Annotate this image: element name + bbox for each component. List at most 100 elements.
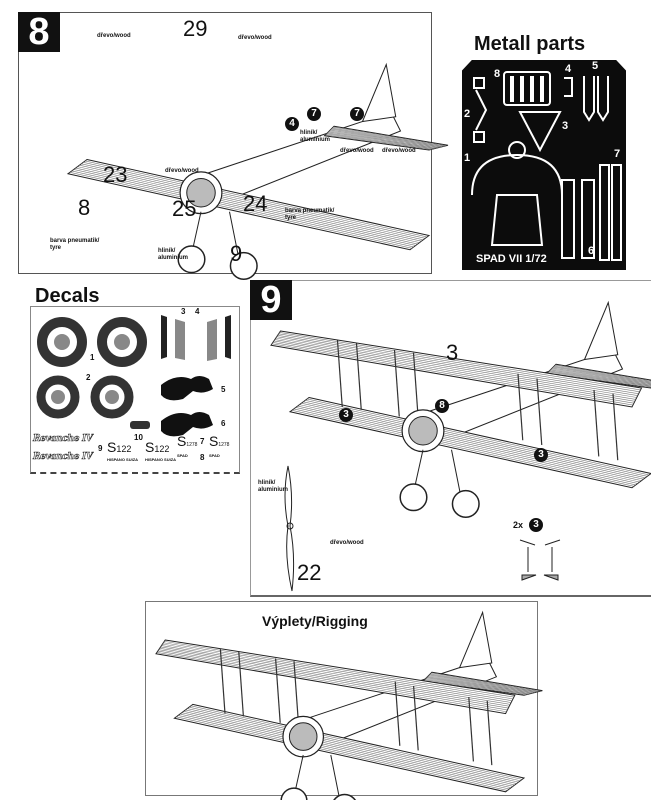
fret-part-number: 1 bbox=[464, 152, 471, 164]
wing-rib-line bbox=[295, 407, 638, 484]
tail-fin bbox=[361, 62, 397, 123]
wing-rib-line bbox=[185, 709, 517, 784]
multiplier-label: 2x bbox=[513, 520, 524, 530]
radiator bbox=[408, 416, 438, 446]
wing-rib-line bbox=[179, 713, 512, 788]
part-number: 8 bbox=[78, 195, 91, 220]
wing-rib-line bbox=[85, 160, 428, 238]
material-note: barva pneumatik/ tyre bbox=[50, 238, 100, 251]
wheel bbox=[229, 251, 258, 280]
wing-rib-line bbox=[423, 680, 526, 696]
wing-rib-line bbox=[331, 128, 443, 147]
wing-strut bbox=[238, 651, 244, 717]
fret-part-number: 4 bbox=[565, 63, 572, 75]
aircraft-name-decal: Revanche IV bbox=[33, 452, 93, 463]
part-number: 24 bbox=[243, 191, 268, 216]
metal-part-callout: 7 bbox=[350, 107, 364, 121]
decal-number: 1 bbox=[90, 353, 95, 362]
wing-rib-line bbox=[552, 367, 651, 384]
wing-rib-line bbox=[553, 366, 651, 383]
part-number: 3 bbox=[446, 340, 459, 365]
wing-strut bbox=[293, 661, 300, 726]
part-number: 23 bbox=[103, 162, 128, 187]
wing-rib-line bbox=[293, 408, 636, 486]
rigging-panel bbox=[145, 601, 543, 800]
tail-stripe bbox=[207, 319, 217, 361]
wing-strut bbox=[486, 700, 493, 766]
wing-rib-line bbox=[325, 134, 431, 150]
wing-rib-line bbox=[297, 405, 640, 483]
roundel bbox=[97, 317, 147, 367]
decals-title: Decals bbox=[35, 285, 100, 307]
metal-part-callout: 3 bbox=[534, 448, 548, 462]
wheel bbox=[399, 483, 428, 512]
radiator bbox=[186, 178, 216, 208]
metal-part-callout: 3 bbox=[339, 408, 353, 422]
wing-rib-line bbox=[69, 172, 412, 249]
decal-sheet: 1 2 3 4 5 6 7 8 9 10 Revanche IV Revanch… bbox=[30, 306, 240, 474]
wing-rib-line bbox=[332, 127, 445, 147]
wing-rib-line bbox=[291, 410, 634, 487]
material-note: dřevo/wood bbox=[340, 148, 374, 154]
wing-rib-line bbox=[333, 126, 447, 147]
tail-stripe bbox=[161, 315, 167, 359]
wing-strut bbox=[468, 696, 474, 762]
tail-fin bbox=[583, 300, 619, 361]
decal-number: 3 bbox=[181, 307, 186, 316]
lion-emblem bbox=[161, 376, 213, 401]
metal-part-callout: 4 bbox=[285, 117, 299, 131]
step-number: 9 bbox=[250, 280, 292, 320]
mpm-logo bbox=[130, 421, 150, 429]
wing-rib-line bbox=[81, 163, 424, 241]
wing-rib-line bbox=[430, 673, 539, 692]
wing-strut bbox=[393, 349, 400, 417]
strut-detail-drawing bbox=[519, 539, 561, 581]
wing-rib-line bbox=[77, 166, 420, 243]
fret-part-number: 8 bbox=[494, 68, 501, 80]
metal-parts-title: Metall parts bbox=[474, 33, 586, 55]
wing-rib-line bbox=[429, 674, 537, 693]
wheel bbox=[177, 245, 206, 274]
material-note: hliník/ aluminium bbox=[258, 480, 289, 493]
step-8-aircraft-drawing bbox=[66, 62, 449, 280]
wheel bbox=[451, 489, 480, 518]
wing-rib-line bbox=[159, 647, 510, 707]
tail-stripe bbox=[175, 319, 185, 360]
wing-rib-line bbox=[426, 677, 532, 694]
metal-part-callout: 7 bbox=[307, 107, 321, 121]
wing-rib-line bbox=[164, 641, 514, 698]
wing-strut bbox=[355, 343, 362, 410]
decal-number: 7 bbox=[200, 437, 205, 446]
wing-rib-line bbox=[75, 167, 418, 245]
wing-strut bbox=[517, 373, 524, 441]
aircraft-name-decal: Revanche IV bbox=[33, 434, 93, 445]
wing-rib-line bbox=[547, 372, 651, 388]
wing-rib-line bbox=[160, 646, 511, 705]
wing-rib-line bbox=[328, 131, 437, 149]
wing-rib-line bbox=[549, 370, 651, 387]
material-note: dřevo/wood bbox=[382, 148, 416, 154]
wing-rib-line bbox=[183, 711, 515, 786]
wing-strut bbox=[593, 389, 600, 457]
material-note: dřevo/wood bbox=[165, 168, 199, 174]
radiator bbox=[288, 722, 318, 751]
decal-number: 10 bbox=[134, 433, 143, 442]
wing-rib-line bbox=[189, 706, 521, 782]
wing-strut bbox=[219, 649, 226, 714]
wing-rib-line bbox=[274, 339, 636, 400]
wing-rib-line bbox=[71, 170, 414, 248]
fret-part-number: 5 bbox=[592, 60, 599, 72]
wing-rib-line bbox=[548, 371, 651, 387]
rigging-aircraft-drawing bbox=[155, 610, 543, 800]
wing-rib-line bbox=[178, 715, 510, 790]
wing-rib-line bbox=[271, 343, 634, 406]
photo-etched-fret: 1 2 3 4 5 6 7 8 SPAD VII 1/72 bbox=[462, 60, 626, 270]
wing-rib-line bbox=[181, 712, 514, 787]
decal-number: 2 bbox=[86, 373, 91, 382]
wing-rib-line bbox=[157, 650, 508, 711]
wing-rib-line bbox=[303, 401, 646, 479]
wing-rib-line bbox=[431, 672, 541, 692]
wing-strut bbox=[413, 685, 419, 751]
